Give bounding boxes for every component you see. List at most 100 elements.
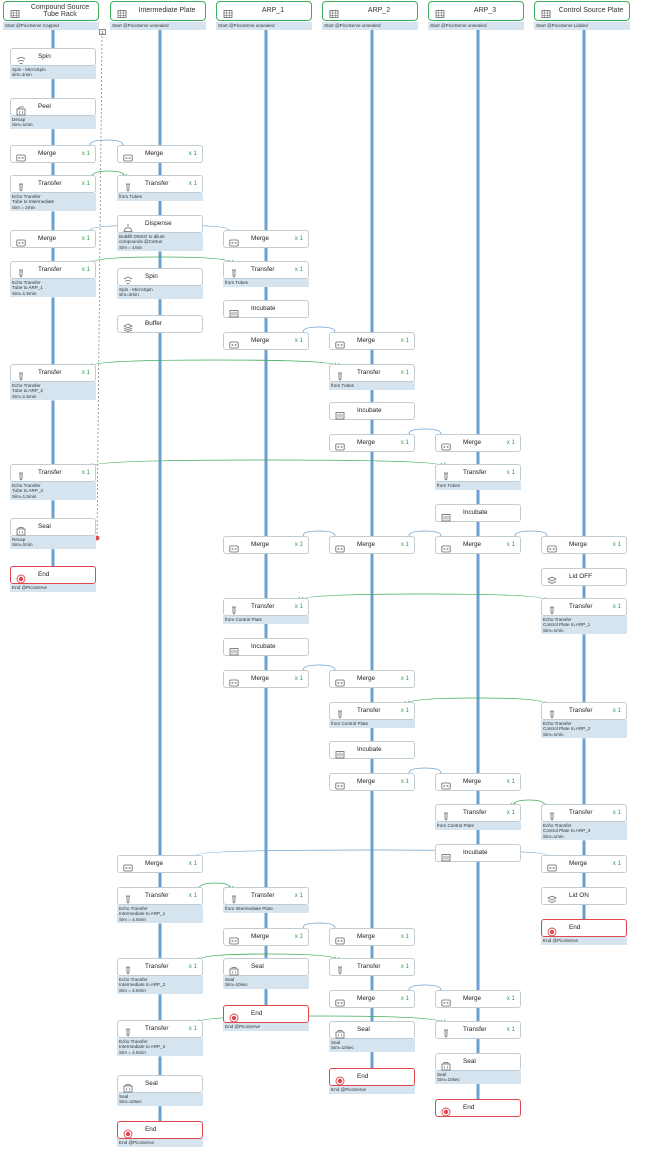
step-card[interactable]: Seal xyxy=(117,1075,203,1093)
step-card[interactable]: End xyxy=(329,1068,415,1086)
step-lid-on-e7[interactable]: Lid ON xyxy=(541,887,627,905)
step-incubate-d3[interactable]: Incubate xyxy=(435,504,521,522)
step-card[interactable]: End xyxy=(435,1099,521,1117)
step-lid-off-e2[interactable]: Lid OFF xyxy=(541,568,627,586)
step-incubate-a7[interactable]: Incubate xyxy=(223,638,309,656)
step-card[interactable]: Spin xyxy=(10,48,96,66)
step-card[interactable]: Incubate xyxy=(223,300,309,318)
step-card[interactable]: Incubate xyxy=(329,402,415,420)
lane-header-arp1[interactable]: ARP_1 xyxy=(216,1,312,21)
step-card[interactable]: Incubate xyxy=(329,741,415,759)
step-card[interactable]: End xyxy=(541,919,627,937)
step-card[interactable]: Lid ON xyxy=(541,887,627,905)
step-card[interactable]: Buffer xyxy=(117,315,203,333)
step-card[interactable]: Spin xyxy=(117,268,203,286)
step-incubate-d7[interactable]: Incubate xyxy=(435,844,521,862)
lane-header-intermediate[interactable]: Intermediate Plate xyxy=(110,1,206,21)
step-card[interactable]: Lid OFF xyxy=(541,568,627,586)
step-card[interactable]: End xyxy=(223,1005,309,1023)
step-card[interactable]: Incubate xyxy=(435,504,521,522)
step-card[interactable]: Seal xyxy=(435,1053,521,1071)
lane-header-control[interactable]: Control Source Plate xyxy=(534,1,630,21)
step-incubate-a3[interactable]: Incubate xyxy=(223,300,309,318)
step-card[interactable]: Seal xyxy=(10,518,96,536)
step-incubate-b3[interactable]: Incubate xyxy=(329,402,415,420)
step-card[interactable]: End xyxy=(10,566,96,584)
step-card[interactable]: Incubate xyxy=(435,844,521,862)
step-card[interactable]: End xyxy=(117,1121,203,1139)
